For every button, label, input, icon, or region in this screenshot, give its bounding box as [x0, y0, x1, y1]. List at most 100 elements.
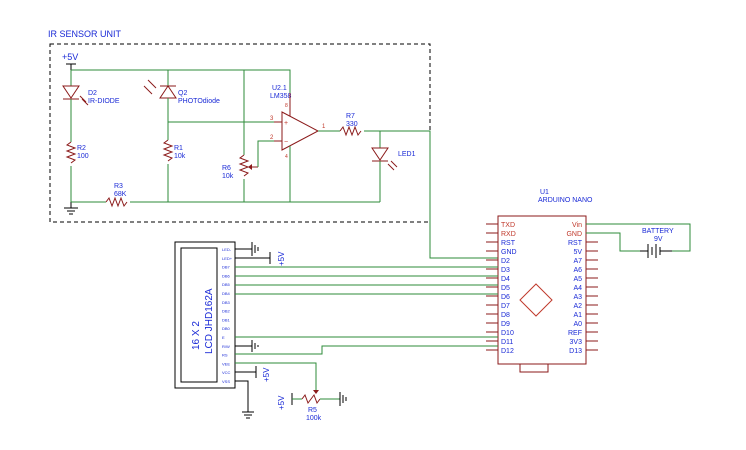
nano-pin-label-a1: A1 [573, 312, 582, 319]
top-rail-wire [71, 69, 291, 93]
lcd-pin-db4: DB4 [222, 291, 231, 296]
nano-pin-label-gnd: GND [566, 231, 582, 238]
nano-pin-label-a4: A4 [573, 285, 582, 292]
nano-pin-label-3v3: 3V3 [570, 339, 583, 346]
arduino-nano-u1: U1 ARDUINO NANO [497, 189, 593, 373]
svg-text:68K: 68K [114, 191, 127, 198]
nano-pin-label-d5: D5 [501, 285, 510, 292]
nano-pin-label-a6: A6 [573, 267, 582, 274]
nano-pin-label-d6: D6 [501, 294, 510, 301]
ground-symbol-sensor [64, 202, 78, 215]
nano-pin-label-rst: RST [501, 240, 516, 247]
svg-text:ARDUINO NANO: ARDUINO NANO [538, 197, 593, 204]
svg-text:10k: 10k [222, 173, 234, 180]
resistor-r1: R1 10k [162, 139, 186, 202]
lcd-pin-rw: R/W [222, 344, 230, 349]
nano-pin-label-d7: D7 [501, 303, 510, 310]
vcc-lcd-led: +5V [235, 251, 286, 266]
lcd-pin-db3: DB3 [222, 300, 231, 305]
svg-text:R7: R7 [346, 113, 355, 120]
svg-text:3: 3 [270, 116, 274, 122]
svg-text:U2.1: U2.1 [272, 85, 287, 92]
nano-pin-label-d10: D10 [501, 330, 514, 337]
svg-text:8: 8 [285, 103, 288, 109]
sensor-unit-title: IR SENSOR UNIT [48, 29, 122, 39]
lcd-pin-db2: DB2 [222, 309, 231, 314]
svg-text:PHOTOdiode: PHOTOdiode [178, 98, 220, 105]
svg-text:10k: 10k [174, 153, 186, 160]
vcc-supply-top: +5V [62, 52, 78, 70]
nano-pin-label-d8: D8 [501, 312, 510, 319]
lcd-pin-db5: DB5 [222, 282, 231, 287]
svg-text:100k: 100k [306, 415, 322, 422]
lcd-pin-vee: VEE [222, 361, 230, 366]
lcd-pin-led: LED+ [222, 256, 233, 261]
nano-pin-label-5v: 5V [573, 249, 582, 256]
lcd-pin-db0: DB0 [222, 326, 231, 331]
svg-text:BATTERY: BATTERY [642, 228, 674, 235]
svg-text:R1: R1 [174, 145, 183, 152]
potentiometer-r5: +5V R5 100k [277, 390, 347, 422]
resistor-r3: R3 68K [105, 183, 128, 208]
opamp-u2: U2.1 LM358 8 + − 3 2 1 4 [270, 85, 340, 202]
vcc-lcd: +5V [235, 366, 271, 382]
lcd-pin-vss: VSS [222, 379, 230, 384]
svg-text:330: 330 [346, 121, 358, 128]
nano-pin-label-a0: A0 [573, 321, 582, 328]
svg-text:16 X 2: 16 X 2 [191, 321, 202, 350]
nano-pin-label-d3: D3 [501, 267, 510, 274]
nano-pin-label-a2: A2 [573, 303, 582, 310]
svg-text:4: 4 [285, 154, 288, 160]
nano-pin-label-a5: A5 [573, 276, 582, 283]
svg-text:IR-DIODE: IR-DIODE [88, 98, 120, 105]
nano-pin-label-d11: D11 [501, 339, 513, 346]
svg-text:R3: R3 [114, 183, 123, 190]
svg-text:LCD JHD162A: LCD JHD162A [204, 288, 215, 354]
svg-text:100: 100 [77, 153, 89, 160]
svg-text:R2: R2 [77, 145, 86, 152]
nano-pin-label-rst: RST [568, 240, 583, 247]
lcd-pin-db1: DB1 [222, 317, 231, 322]
resistor-r7: R7 330 [339, 113, 498, 259]
lcd-pin-rs: RS [222, 353, 228, 358]
nano-pin-label-d12: D12 [501, 348, 514, 355]
svg-text:1: 1 [322, 124, 326, 130]
svg-text:+5V: +5V [262, 367, 271, 382]
photodiode-q2: Q2 PHOTOdiode [143, 70, 220, 140]
nano-pin-label-txd: TXD [501, 222, 515, 229]
nano-pin-label-d2: D2 [501, 258, 510, 265]
ground-symbol-lcd-rw [235, 340, 259, 352]
svg-text:R6: R6 [222, 165, 231, 172]
svg-text:−: − [284, 139, 288, 146]
svg-text:+5V: +5V [277, 395, 286, 410]
lcd-pin-led: LED- [222, 247, 232, 252]
lcd-pin-e: E [222, 335, 225, 340]
wire-rs-d12 [235, 345, 498, 355]
battery-9v: BATTERY 9V [586, 223, 691, 258]
nano-pin-label-rxd: RXD [501, 231, 516, 238]
nano-pin-label-d9: D9 [501, 321, 510, 328]
svg-text:+5V: +5V [277, 251, 286, 266]
svg-text:LM358: LM358 [270, 93, 292, 100]
ground-symbol-lcd-vss [235, 380, 254, 419]
nano-pin-label-ref: REF [568, 330, 582, 337]
sensor-unit-boundary [49, 43, 431, 223]
nano-pin-label-d13: D13 [569, 348, 582, 355]
ground-symbol-lcd-led [235, 242, 259, 256]
ir-diode-d2: D2 IR-DIODE [62, 70, 120, 142]
nano-pin-label-vin: Vin [572, 222, 582, 229]
svg-text:D2: D2 [88, 90, 97, 97]
nano-pin-label-gnd: GND [501, 249, 517, 256]
lcd-jhd162a: 16 X 2 LCD JHD162A [174, 241, 236, 389]
lcd-pin-db7: DB7 [222, 265, 231, 270]
lcd-pin-vcc: VCC [222, 370, 231, 375]
led-led1: LED1 [371, 131, 416, 202]
svg-text:U1: U1 [540, 189, 549, 196]
svg-text:+: + [284, 120, 288, 127]
nano-pin-label-a3: A3 [573, 294, 582, 301]
lcd-pin-labels: LED-LED+DB7DB6DB5DB4DB3DB2DB1DB0ER/WRSVE… [222, 247, 233, 384]
potentiometer-r6: R6 10k [222, 70, 274, 202]
svg-text:Q2: Q2 [178, 90, 187, 97]
